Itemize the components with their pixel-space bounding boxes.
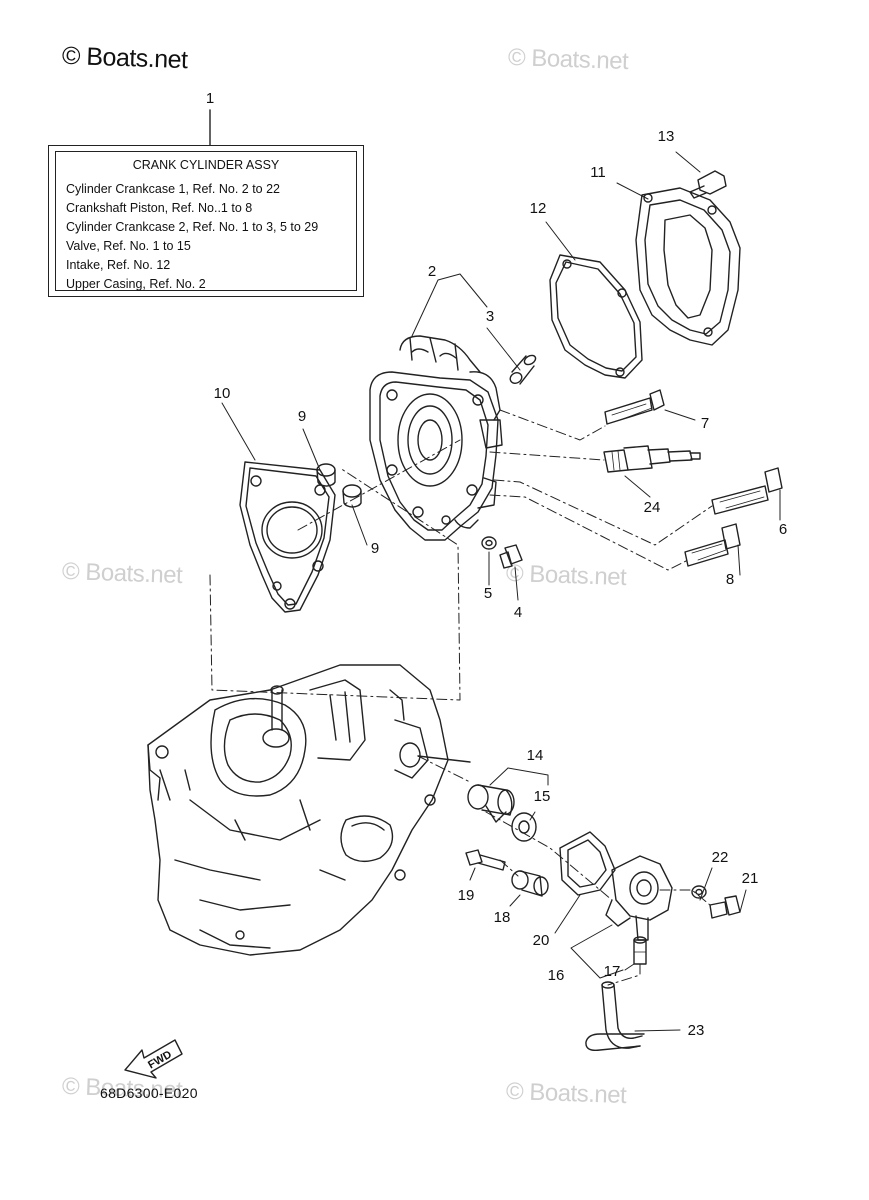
callout-number: 9 (371, 540, 379, 557)
drain-bolt (499, 544, 523, 569)
callout-number: 4 (514, 604, 522, 621)
legend-title: CRANK CYLINDER ASSY (132, 158, 280, 172)
callout-number: 6 (779, 521, 787, 538)
legend-line: Cylinder Crankcase 1, Ref. No. 2 to 22 (66, 182, 280, 196)
callout-number: 10 (214, 385, 231, 402)
head-cover-gasket (549, 254, 643, 379)
bolt (709, 895, 741, 919)
callout-number: 23 (688, 1022, 705, 1039)
bolt (689, 170, 727, 199)
callout-group: 1 2 3 4 5 6 7 8 9 9 10 11 12 13 14 15 16… (146, 90, 787, 1071)
dowel-pin (316, 463, 336, 487)
hose (585, 981, 645, 1052)
legend-line: Cylinder Crankcase 2, Ref. No. 1 to 3, 5… (66, 220, 319, 234)
thermostat (467, 784, 515, 823)
callout-number: 1 (206, 90, 214, 107)
legend-line: Upper Casing, Ref. No. 2 (66, 277, 206, 291)
thermostat-cover (605, 855, 673, 941)
legend-line: Valve, Ref. No. 1 to 15 (66, 239, 191, 253)
callout-number: 2 (428, 263, 436, 280)
callout-number: 20 (533, 932, 550, 949)
hose-fitting (633, 936, 647, 965)
callout-number: 8 (726, 571, 734, 588)
callout-number: 12 (530, 200, 547, 217)
callout-number: 13 (658, 128, 675, 145)
callout-number: 16 (548, 967, 565, 984)
collar (511, 870, 549, 897)
crankcase-assembly (147, 664, 471, 956)
callout-number: 7 (701, 415, 709, 432)
washer (481, 536, 497, 550)
callout-number: 5 (484, 585, 492, 602)
seal (511, 812, 537, 842)
spark-plug (603, 445, 701, 473)
bolt (465, 849, 506, 871)
cylinder-head (369, 335, 503, 541)
callout-number: 18 (494, 909, 511, 926)
legend-line: Crankshaft Piston, Ref. No..1 to 8 (66, 201, 253, 215)
diagram-code: 68D6300-E020 (100, 1085, 198, 1101)
callout-number: 21 (742, 870, 759, 887)
washer (691, 885, 707, 899)
dowel-pin (509, 354, 537, 385)
callout-number: 3 (486, 308, 494, 325)
fwd-label: FWD (146, 1049, 174, 1072)
legend-line: Intake, Ref. No. 12 (66, 258, 171, 272)
callout-number: 17 (604, 963, 621, 980)
callout-number: 22 (712, 849, 729, 866)
bolt (711, 467, 783, 515)
callout-number: 14 (527, 747, 544, 764)
cylinder-head-cover (635, 187, 741, 346)
callout-number: 19 (458, 887, 475, 904)
bolt (604, 389, 665, 425)
cylinder-head-gasket (239, 461, 336, 613)
bolt (684, 523, 741, 567)
callout-number: 24 (644, 499, 661, 516)
assembly-legend: CRANK CYLINDER ASSY Cylinder Crankcase 1… (48, 145, 364, 297)
callout-number: 9 (298, 408, 306, 425)
callout-number: 15 (534, 788, 551, 805)
thermostat-cover-gasket (559, 831, 616, 896)
fwd-arrow-icon (124, 1039, 183, 1079)
callout-number: 11 (590, 164, 606, 181)
